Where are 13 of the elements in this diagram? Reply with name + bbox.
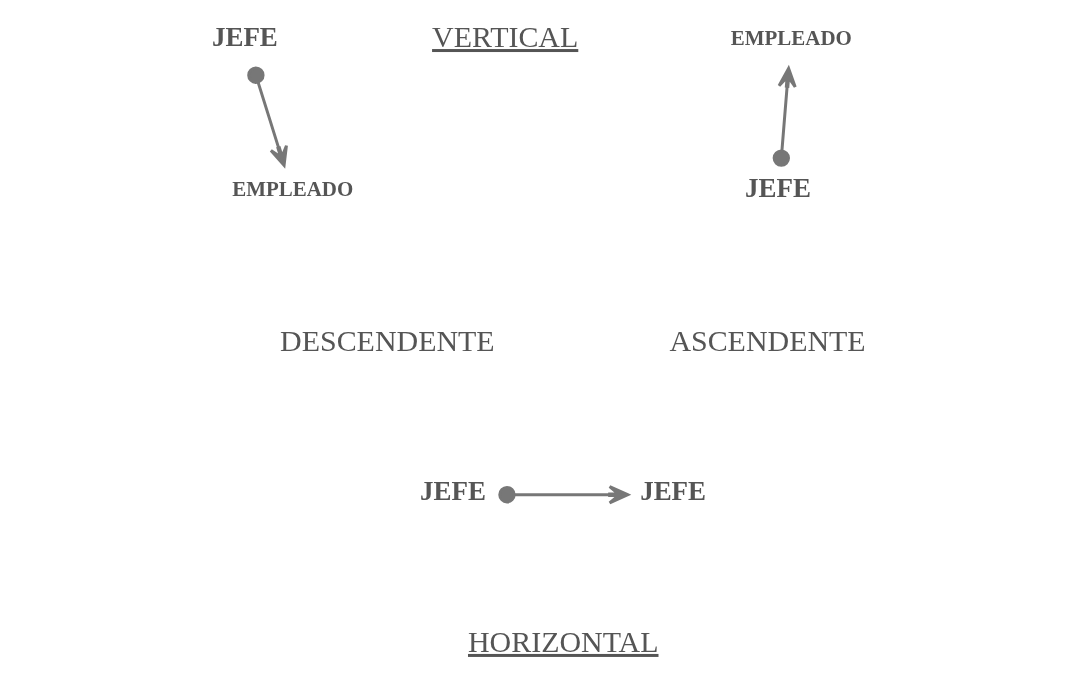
node-text: EMPLEADO (231, 177, 353, 202)
label: VERTICAL (431, 20, 578, 54)
label: HORIZONTAL (467, 624, 659, 658)
node-text: JEFE (211, 22, 278, 53)
node-text: JEFE (419, 475, 486, 506)
label: ASCENDENTE (668, 323, 866, 357)
arrow (772, 66, 797, 167)
arrow (497, 485, 629, 505)
node-text: JEFE (639, 475, 706, 506)
arrow (246, 66, 288, 167)
node-text: JEFE (744, 173, 811, 204)
node-text: EMPLEADO (730, 26, 852, 51)
label: DESCENDENTE (279, 323, 495, 357)
